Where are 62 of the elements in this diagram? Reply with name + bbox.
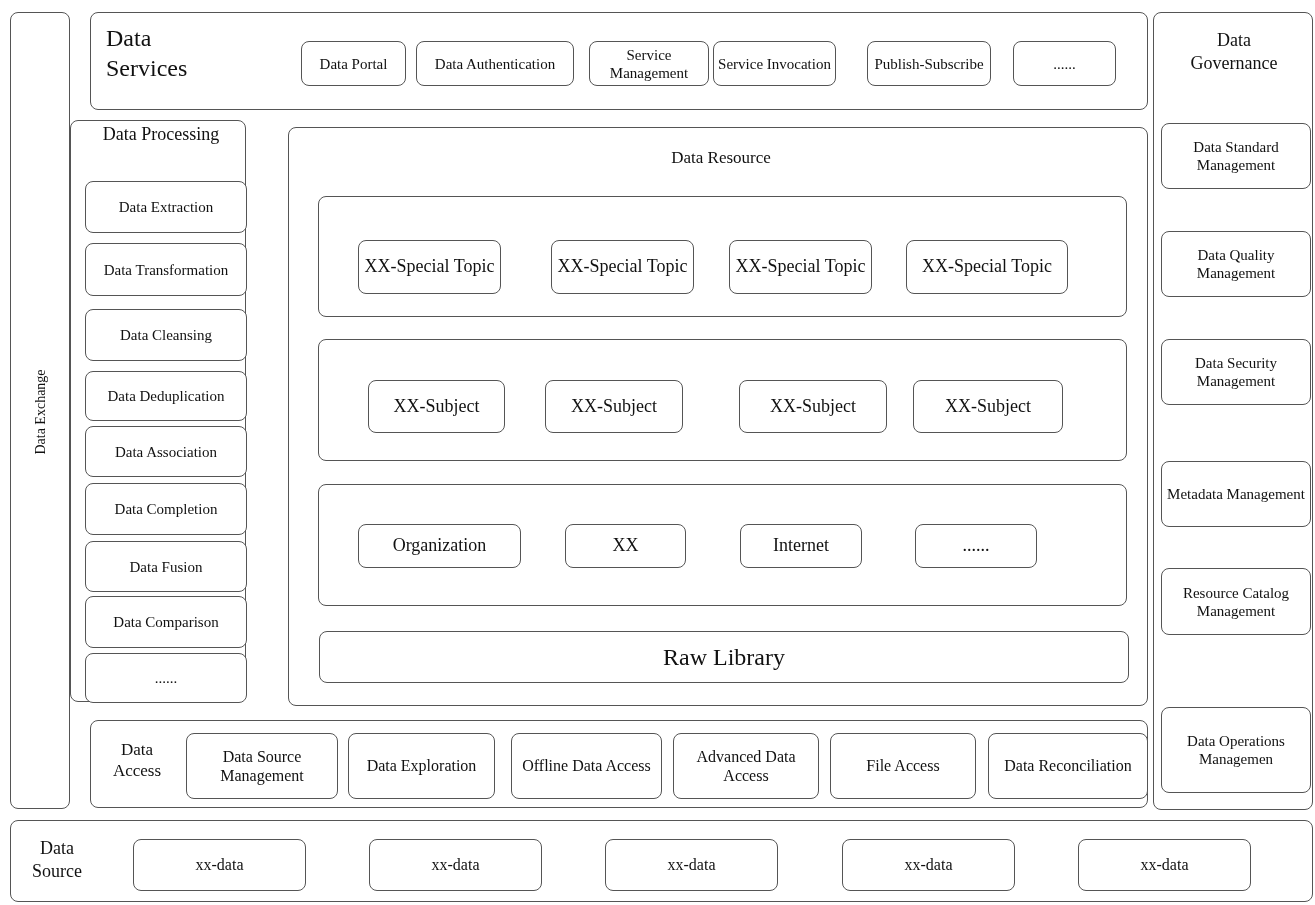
panel-title: Data Resource [670, 147, 772, 169]
module-box: Internet [740, 524, 862, 568]
module-box: Data Quality Management [1161, 231, 1311, 297]
module-box: xx-data [842, 839, 1015, 891]
group-panel [318, 339, 1127, 461]
module-box: Data Completion [85, 483, 247, 535]
module-box: Data Association [85, 426, 247, 477]
layer-panel [90, 720, 1148, 808]
module-box: Data Reconciliation [988, 733, 1148, 799]
module-box: Data Portal [301, 41, 406, 86]
module-box: Data Operations Managemen [1161, 707, 1311, 793]
module-box: Data Comparison [85, 596, 247, 648]
module-box: XX [565, 524, 686, 568]
module-box: Offline Data Access [511, 733, 662, 799]
side-band [10, 12, 70, 809]
module-box: Data Standard Management [1161, 123, 1311, 189]
module-box: xx-data [133, 839, 306, 891]
layer-panel [288, 127, 1148, 706]
module-box: XX-Subject [368, 380, 505, 433]
module-box: Data Fusion [85, 541, 247, 592]
module-box: ...... [915, 524, 1037, 568]
module-box: Service Invocation [713, 41, 836, 86]
panel-title: Data Processing [101, 123, 221, 146]
module-box: Data Cleansing [85, 309, 247, 361]
module-box: Organization [358, 524, 521, 568]
module-box: Advanced Data Access [673, 733, 819, 799]
panel-title: Data Access [111, 739, 163, 782]
layer-panel [1153, 12, 1313, 810]
module-box: XX-Special Topic [551, 240, 694, 294]
module-box: Data Transformation [85, 243, 247, 296]
module-box: XX-Special Topic [729, 240, 872, 294]
module-box: Data Extraction [85, 181, 247, 233]
module-box: xx-data [605, 839, 778, 891]
module-box: ...... [85, 653, 247, 703]
module-box: Data Security Management [1161, 339, 1311, 405]
module-box: XX-Subject [739, 380, 887, 433]
module-box: XX-Subject [545, 380, 683, 433]
module-box: Data Deduplication [85, 371, 247, 421]
module-box: Data Source Management [186, 733, 338, 799]
panel-title: Data Governance [1189, 29, 1279, 74]
layer-panel [10, 820, 1313, 902]
module-box: ...... [1013, 41, 1116, 86]
module-box: File Access [830, 733, 976, 799]
module-box: Data Exploration [348, 733, 495, 799]
module-box: Raw Library [319, 631, 1129, 683]
module-box: xx-data [1078, 839, 1251, 891]
layer-panel [70, 120, 246, 702]
panel-title: Data Source [31, 837, 83, 882]
module-box: Publish-Subscribe [867, 41, 991, 86]
module-box: XX-Special Topic [906, 240, 1068, 294]
module-box: XX-Subject [913, 380, 1063, 433]
band-title: Data Exchange [32, 368, 50, 455]
module-box: Data Authentication [416, 41, 574, 86]
group-panel [318, 196, 1127, 317]
module-box: Metadata Management [1161, 461, 1311, 527]
module-box: XX-Special Topic [358, 240, 501, 294]
panel-title: Data Services [106, 24, 189, 83]
layer-panel [90, 12, 1148, 110]
module-box: xx-data [369, 839, 542, 891]
module-box: Service Management [589, 41, 709, 86]
group-panel [318, 484, 1127, 606]
module-box: Resource Catalog Management [1161, 568, 1311, 635]
